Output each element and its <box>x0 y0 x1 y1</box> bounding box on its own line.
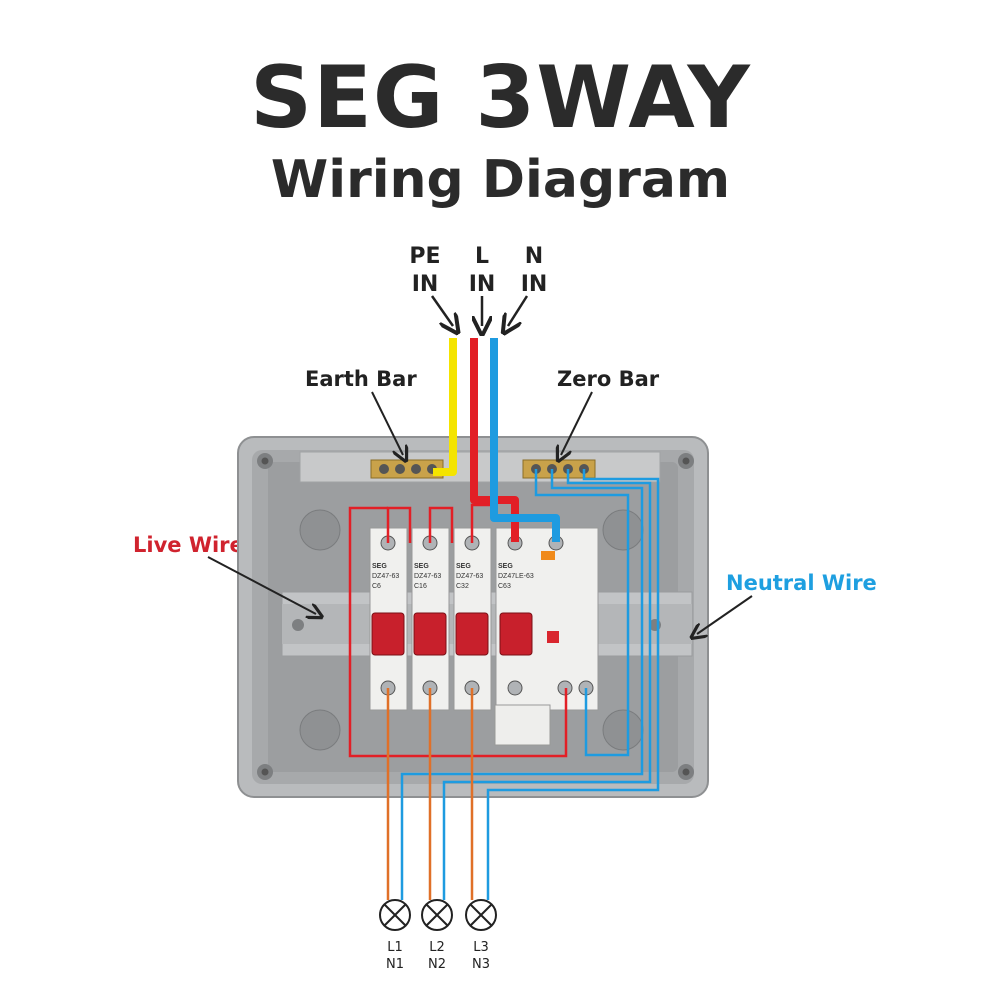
lamp-2-line-label: L2 <box>429 940 445 955</box>
neutral-wire-path <box>400 469 660 900</box>
breaker-3-brand: SEG <box>456 563 471 570</box>
breaker-1-model: DZ47-63 <box>372 573 399 580</box>
neutral-wire-label: Neutral Wire <box>726 571 877 595</box>
diagram-subtitle: Wiring Diagram <box>270 150 731 210</box>
breaker-3-rating: C32 <box>456 583 469 590</box>
breaker-4-rating: C63 <box>498 583 511 590</box>
breaker-4-model: DZ47LE-63 <box>498 573 534 580</box>
diagram-title: SEG 3WAY <box>250 48 751 148</box>
n-supply-wire <box>490 338 560 542</box>
breaker-3-model: DZ47-63 <box>456 573 483 580</box>
breaker-4-brand: SEG <box>498 563 513 570</box>
breaker-1-rating: C6 <box>372 583 381 590</box>
load-lamps <box>379 899 497 931</box>
pe-supply-wire <box>433 338 457 476</box>
zero-bar-label: Zero Bar <box>557 367 660 391</box>
load-wire-path <box>386 688 474 900</box>
breaker-1-brand: SEG <box>372 563 387 570</box>
neutral-wire-pointer <box>697 595 753 634</box>
lamp-3-neutral-label: N3 <box>472 957 490 972</box>
earth-bar-label: Earth Bar <box>305 367 417 391</box>
lamp-1-neutral-label: N1 <box>386 957 404 972</box>
earth-bar-pointer <box>371 391 403 455</box>
lamp-2-neutral-label: N2 <box>428 957 446 972</box>
live-wire-pointer <box>207 556 316 614</box>
breaker-2-model: DZ47-63 <box>414 573 441 580</box>
live-wire-label: Live Wire <box>133 533 244 557</box>
zero-bar-pointer <box>561 391 593 455</box>
n-arrow-icon <box>508 295 529 326</box>
lamp-1-line-label: L1 <box>387 940 403 955</box>
live-wire-path <box>348 503 568 758</box>
l-in-label: L IN <box>468 244 496 297</box>
breaker-2-brand: SEG <box>414 563 429 570</box>
zero-bar <box>522 459 596 479</box>
n-in-label: N IN <box>520 244 548 297</box>
pe-in-label: PE IN <box>409 244 441 297</box>
breaker-2-rating: C16 <box>414 583 427 590</box>
lamp-3-line-label: L3 <box>473 940 489 955</box>
earth-bar <box>370 459 444 479</box>
pe-arrow-icon <box>430 295 453 326</box>
